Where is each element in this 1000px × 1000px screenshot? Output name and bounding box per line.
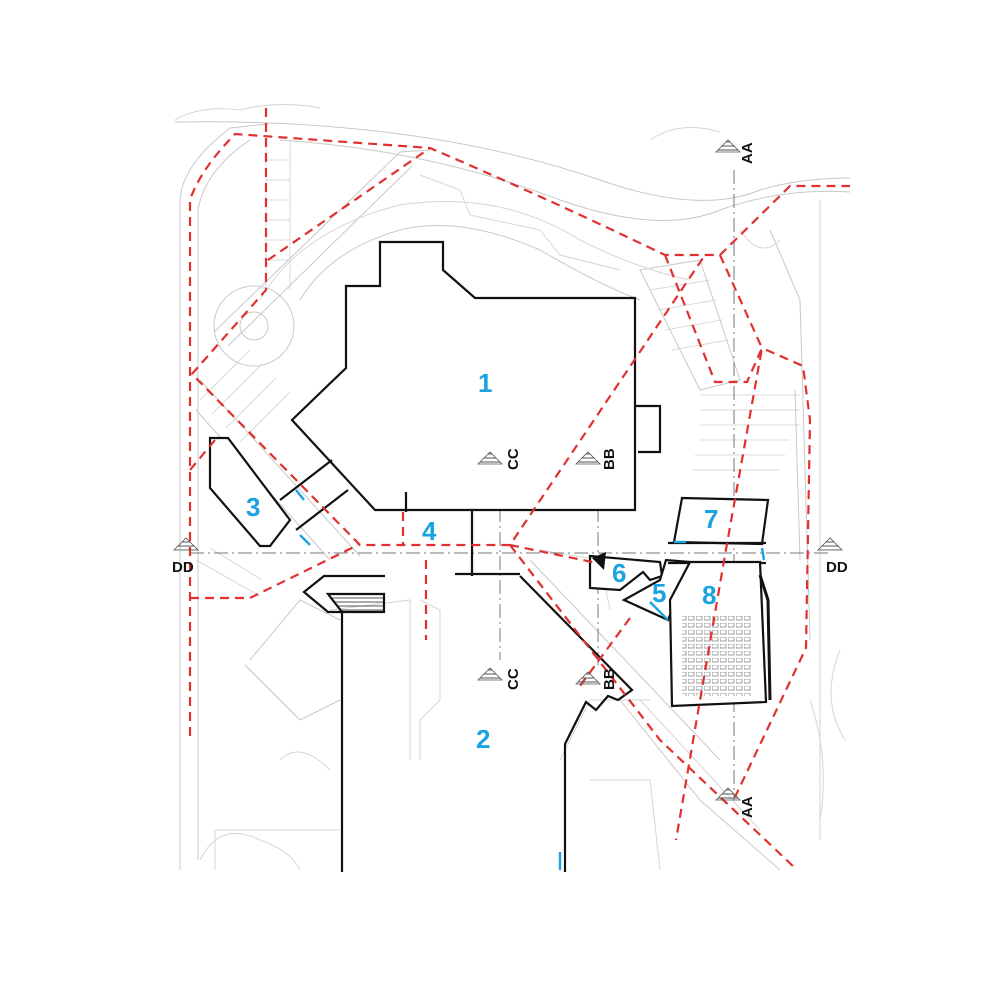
space-label-2: 2 — [476, 724, 490, 754]
section-label-cc-lower: CC — [505, 668, 522, 690]
space-label-6: 6 — [612, 558, 626, 588]
space-labels: 1 2 3 4 5 6 7 8 — [246, 368, 718, 754]
section-label-dd-left: DD — [172, 559, 194, 576]
building-2-outline — [302, 574, 385, 872]
section-marker-bb-upper: BB — [575, 448, 618, 470]
section-marker-dd-right: DD — [817, 537, 848, 576]
section-label-aa-top: AA — [739, 142, 756, 164]
section-label-aa-bottom: AA — [739, 796, 756, 818]
space-label-5: 5 — [652, 578, 666, 608]
section-marker-cc-upper: CC — [477, 448, 522, 470]
section-label-dd-right: DD — [826, 559, 848, 576]
circulation-paths — [188, 108, 850, 869]
section-marker-cc-lower: CC — [477, 667, 522, 690]
section-label-bb-upper: BB — [601, 448, 618, 470]
section-label-cc-upper: CC — [505, 448, 522, 470]
space-label-8: 8 — [702, 580, 716, 610]
section-marker-bb-lower: BB — [575, 668, 618, 690]
site-context — [174, 103, 851, 871]
building-7-outline — [672, 496, 770, 546]
section-marker-dd-left: DD — [172, 537, 199, 576]
section-marker-aa-top: AA — [715, 139, 756, 164]
section-marker-aa-bottom: AA — [715, 787, 756, 818]
buildings — [208, 240, 772, 872]
building-6-outline — [588, 554, 664, 592]
space-label-7: 7 — [704, 504, 718, 534]
building-1-outline — [290, 240, 637, 512]
auditorium-seating — [682, 616, 752, 696]
space-label-4: 4 — [422, 516, 437, 546]
glazing — [295, 489, 766, 870]
building-3-outline — [208, 436, 292, 548]
section-label-bb-lower: BB — [601, 668, 618, 690]
space-label-3: 3 — [246, 492, 260, 522]
space-label-1: 1 — [478, 368, 492, 398]
section-markers: AA AA CC CC BB BB DD — [172, 139, 848, 818]
